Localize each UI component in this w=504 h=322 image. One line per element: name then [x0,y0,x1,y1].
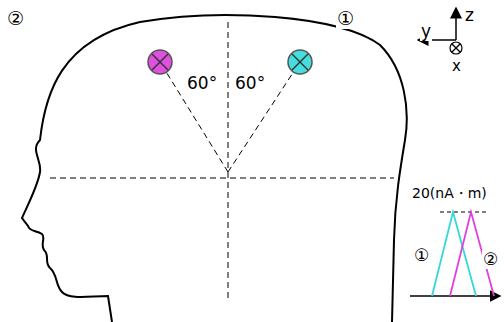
amplitude-label: 20(nA・m) [411,186,488,201]
dashed-radius [160,62,228,172]
dashed-axis [228,22,229,300]
dashed-axis [50,178,394,179]
axis-label: y [420,22,432,41]
axis-label: z [464,6,475,25]
head-outline [22,15,407,322]
angle-label: 60° [186,74,218,93]
dashed-radius [228,62,300,172]
dipole-symbol [148,50,172,74]
dipole-symbol [288,50,312,74]
axis-label: x [451,58,462,75]
callout-number: ② [6,8,25,29]
angle-label: 60° [234,74,266,93]
waveform-number: ① [413,246,430,265]
coordinate-axes [418,8,462,54]
waveform-number: ② [482,250,499,269]
waveform-plot [410,212,500,296]
callout-number: ① [336,8,355,29]
